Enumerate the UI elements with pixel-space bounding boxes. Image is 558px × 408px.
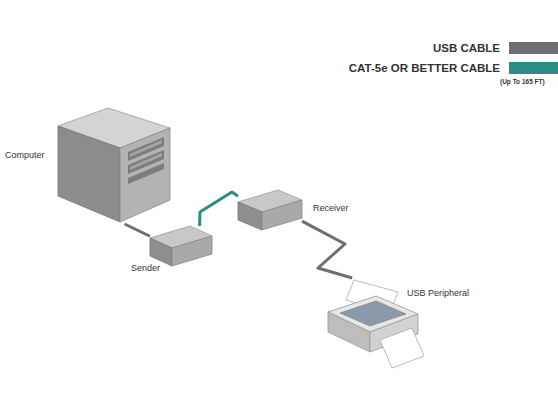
note-label: (Up To 165 FT) <box>500 78 545 85</box>
legend-swatch <box>509 62 558 74</box>
device-label: USB Peripheral <box>407 288 469 298</box>
legend-row: CAT-5e OR BETTER CABLE <box>349 62 558 74</box>
device-node: USB Peripheral <box>322 278 426 369</box>
legend-swatch <box>509 42 558 54</box>
legend-text: USB CABLE <box>433 42 500 54</box>
computer-tower <box>58 108 170 222</box>
sender-box <box>150 226 212 266</box>
receiver-box <box>238 190 302 230</box>
device-label: Sender <box>131 263 160 273</box>
device-label: Computer <box>5 150 45 160</box>
device-node: Receiver <box>238 190 302 231</box>
legend-text: CAT-5e OR BETTER CABLE <box>349 62 500 74</box>
legend-row: USB CABLE <box>433 42 558 54</box>
cable <box>302 221 352 278</box>
cable <box>125 224 150 236</box>
device-label: Receiver <box>313 203 349 213</box>
device-node: Sender <box>150 226 212 267</box>
cable <box>200 192 238 226</box>
device-node: Computer <box>55 108 171 224</box>
